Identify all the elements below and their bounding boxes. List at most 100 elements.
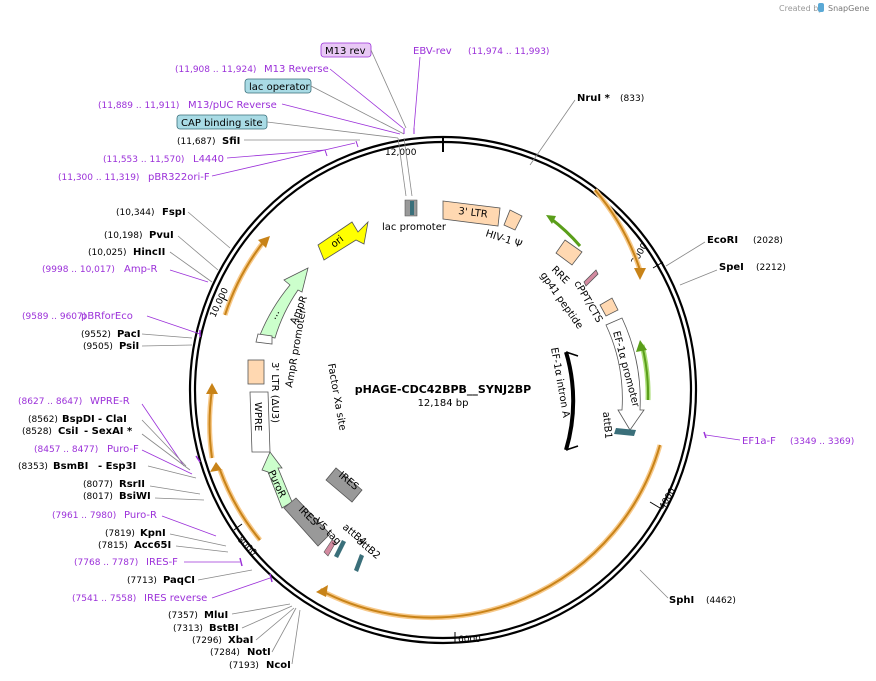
enzyme-bstbi-pos: (7313) [173, 624, 203, 634]
tick-label-8000: 8000 [235, 535, 258, 558]
attb2-label: attB2 [354, 536, 382, 562]
primer-pbrforeco: pBRforEco [81, 311, 133, 322]
orf-arrow-head-1 [634, 268, 646, 280]
primer-m13puc: M13/pUC Reverse [188, 100, 277, 111]
enzyme-nrui: NruI * [577, 93, 611, 104]
tick-label-12000: 12,000 [385, 148, 417, 158]
hiv-psi-box [503, 209, 523, 231]
enzyme-nrui-pos: (833) [620, 94, 644, 104]
enzyme-acc65i-pos: (7815) [98, 541, 128, 551]
primer-pbr322: pBR322ori-F [148, 172, 210, 183]
enzyme-noti-pos: (7284) [210, 648, 240, 658]
primer-ebv-rev-pos: (11,974 .. 11,993) [468, 47, 549, 57]
enzyme-csii: CsiI [58, 426, 78, 437]
enzyme-hincii-pos: (10,025) [88, 248, 127, 258]
ampr-promoter-label: AmpR promoter [284, 307, 309, 388]
primer-ebv-rev: EBV-rev [413, 46, 452, 57]
ires-box-1 [283, 497, 331, 547]
enzyme-ecori: EcoRI [707, 235, 738, 246]
enzyme-paqci: PaqCI [163, 575, 195, 586]
primer-l4440: L4440 [193, 154, 224, 165]
enzyme-bsmbi: BsmBI [53, 461, 88, 472]
primer-ampr: Amp-R [124, 264, 158, 275]
enzyme-spei: SpeI [719, 262, 744, 273]
snapgene-logo-icon [818, 3, 824, 12]
tick-label-4000: 4000 [658, 486, 678, 511]
primer-l4440-pos: (11,553 .. 11,570) [103, 155, 184, 165]
primer-ef1a-f-pos: (3349 .. 3369) [790, 437, 854, 447]
primer-wpre-r-pos: (8627 .. 8647) [18, 397, 82, 407]
enzyme-pvui-pos: (10,198) [104, 231, 143, 241]
ampr-arrow [259, 267, 309, 339]
enzyme-mlui: MluI [204, 610, 228, 621]
primer-ef1a-f: EF1a-F [742, 436, 776, 447]
orf-arc-2 [318, 444, 663, 621]
primer-puro-f: Puro-F [107, 444, 139, 455]
lac-operator-label: lac operator [249, 82, 310, 93]
ori-arrow [317, 220, 369, 261]
cppt-box [599, 297, 619, 317]
ires-box-2 [325, 467, 363, 503]
orf-arrow-head-5 [210, 462, 222, 472]
primer-pbr322-pos: (11,300 .. 11,319) [58, 173, 139, 183]
enzyme-spei-pos: (2212) [756, 263, 786, 273]
ltr3-feature [442, 200, 501, 227]
enzyme-bsmbi-extra: - Esp3I [98, 461, 136, 472]
enzyme-bsiwi: BsiWI [119, 491, 151, 502]
enzyme-noti: NotI [247, 647, 271, 658]
enzyme-csii-pos: (8528) [22, 427, 52, 437]
enzyme-ncoi-pos: (7193) [229, 661, 259, 671]
enzyme-rsrii-pos: (8077) [83, 480, 113, 490]
hiv-psi-label: HIV-1 Ψ [484, 228, 523, 250]
enzyme-fspi-pos: (10,344) [116, 208, 155, 218]
enzyme-hincii: HincII [133, 247, 165, 258]
plasmid-name: pHAGE-CDC42BPB__SYNJ2BP [355, 383, 531, 396]
gp41-box [583, 269, 599, 287]
primer-puro-r: Puro-R [124, 510, 157, 521]
enzyme-rsrii: RsrII [119, 479, 145, 490]
enzyme-acc65i: Acc65I [134, 540, 171, 551]
enzyme-pvui: PvuI [149, 230, 174, 241]
green-arrow-2 [636, 340, 647, 352]
credit-prefix: Created by [779, 4, 823, 13]
enzyme-kpni: KpnI [140, 528, 166, 539]
green-arrow-1 [546, 215, 556, 224]
tick-2000 [652, 261, 664, 269]
ampr-promoter-box [255, 333, 273, 345]
cap-label: CAP binding site [181, 118, 263, 129]
enzyme-bsmbi-pos: (8353) [18, 462, 48, 472]
attb1-label: attB1 [600, 411, 613, 439]
ampr-small-label: ... [268, 308, 282, 322]
enzyme-sfii-pos: (11,687) [177, 137, 216, 147]
plasmid-size: 12,184 bp [418, 398, 469, 409]
primer-ires-f: IRES-F [146, 557, 178, 568]
enzyme-csii-extra: - SexAI * [84, 426, 133, 437]
puror-arrow [261, 451, 293, 509]
orf-arrow-head-4 [206, 383, 218, 394]
enzyme-xbai-pos: (7296) [192, 636, 222, 646]
enzyme-paqci-pos: (7713) [127, 576, 157, 586]
enzyme-fspi: FspI [162, 207, 186, 218]
tick-8000 [233, 523, 243, 531]
enzyme-paci-pos: (9552) [81, 330, 111, 340]
primer-m13puc-pos: (11,889 .. 11,911) [98, 101, 179, 111]
primer-ampr-pos: (9998 .. 10,017) [42, 265, 115, 275]
rre-box [555, 239, 583, 266]
attb2-box [354, 554, 364, 572]
enzyme-psii: PsiI [119, 341, 139, 352]
orf-arc-5 [217, 469, 262, 542]
enzyme-sfii: SfiI [222, 136, 240, 147]
enzyme-bsiwi-pos: (8017) [83, 492, 113, 502]
enzyme-sphi-pos: (4462) [706, 596, 736, 606]
enzyme-psii-pos: (9505) [83, 342, 113, 352]
wpre-label: WPRE [252, 402, 263, 431]
orf-arrow-head-2 [316, 585, 328, 597]
enzyme-bspdi-pos: (8562) [28, 415, 58, 425]
enzyme-ecori-pos: (2028) [753, 236, 783, 246]
tick-4000 [649, 501, 661, 509]
enzyme-paci: PacI [117, 329, 140, 340]
primer-ires-reverse-pos: (7541 .. 7558) [72, 594, 136, 604]
enzyme-bspdi: BspDI [62, 414, 95, 425]
primer-puro-r-pos: (7961 .. 7980) [52, 511, 116, 521]
